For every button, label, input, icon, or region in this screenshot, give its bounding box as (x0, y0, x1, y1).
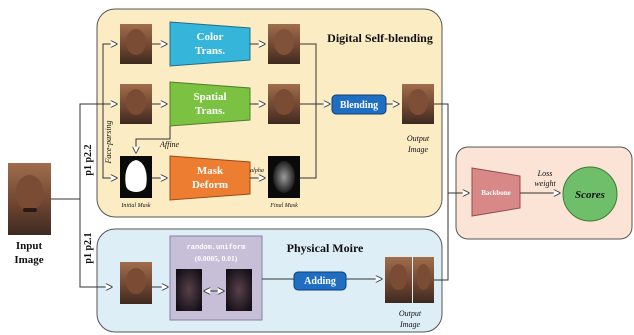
random-uniform-line1: random.uniform (187, 244, 246, 252)
color-trans-block (169, 21, 251, 67)
mask-deform-block (169, 155, 251, 201)
spatial-trans-line1: Spatial (193, 91, 226, 103)
connector-moire-to-backbone (434, 193, 449, 281)
input-label-line1: Input (16, 240, 43, 252)
moire-face-input (120, 262, 152, 304)
self-blending-output-line1: Output (407, 134, 430, 143)
random-uniform-line2: (0.0005, 0.01) (195, 254, 238, 263)
face-thumb-spatial-in (120, 84, 152, 124)
adding-button[interactable] (293, 271, 347, 291)
moire-output-image (385, 257, 434, 303)
moire-output-line1: Output (399, 309, 422, 318)
initial-mask-label: Initial Mask (120, 203, 150, 209)
self-blending-output-line2: Image (407, 145, 428, 154)
connector-color-to-blend (300, 43, 317, 104)
adding-label: Adding (304, 276, 336, 287)
connector-mask-to-blend (300, 104, 317, 179)
color-trans-line2: Trans. (195, 45, 225, 57)
face-thumb-color-in (120, 24, 152, 64)
final-mask-image (268, 156, 300, 198)
affine-arrow (136, 126, 171, 153)
color-trans-line1: Color (197, 31, 224, 43)
connector-blend-to-backbone (434, 103, 469, 193)
backbone-label: Backbone (481, 189, 511, 197)
blending-label: Blending (340, 100, 378, 111)
alpha-label: alpha (250, 168, 264, 174)
face-thumb-spatial-out (268, 84, 300, 124)
mask-deform-line2: Deform (192, 179, 228, 191)
path-label-p2: p1 p2.1 (83, 232, 94, 263)
input-label-line2: Image (14, 254, 43, 266)
connector-to-color-face (97, 44, 117, 105)
backbone-block (471, 167, 521, 217)
scores-circle (562, 166, 618, 222)
physical-moire-title: Physical Moire (287, 241, 364, 255)
face-parsing-label: Face-parsing (104, 120, 113, 164)
connector-input-moire (79, 199, 112, 287)
loss-weight-line2: weight (534, 179, 556, 188)
path-label-p1: p1 p2.2 (83, 144, 94, 175)
connector-to-mask (102, 104, 117, 178)
moire-pattern-left (176, 269, 202, 311)
connector-input-top (51, 103, 97, 200)
loss-weight-line1: Loss (537, 169, 553, 178)
final-mask-label: Final Mask (269, 203, 298, 209)
mask-deform-line1: Mask (197, 165, 224, 177)
initial-mask-image (120, 156, 152, 198)
spatial-trans-line2: Trans. (195, 105, 225, 117)
input-image (8, 163, 51, 235)
scores-label: Scores (575, 189, 605, 201)
moire-output-line2: Image (399, 320, 420, 329)
self-blending-output-image (402, 84, 434, 124)
spatial-trans-block (169, 81, 251, 127)
affine-label: Affine (159, 140, 180, 149)
face-thumb-color-out (268, 24, 300, 64)
moire-pattern-right (226, 269, 252, 311)
self-blending-title: Digital Self-blending (327, 31, 433, 45)
